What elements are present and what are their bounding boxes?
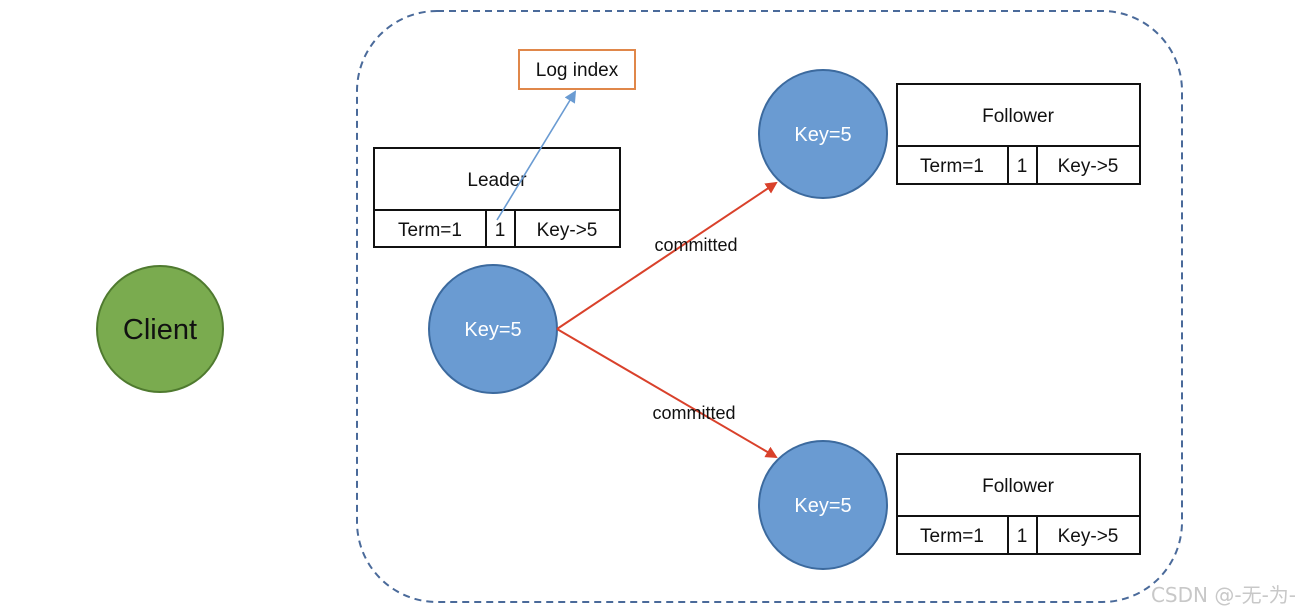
- csdn-watermark: CSDN @-无-为-: [1151, 583, 1296, 607]
- follower-bottom-node-label: Key=5: [794, 495, 851, 517]
- follower-bottom-table-frame: [896, 453, 1141, 555]
- follower-top-table-title: Follower: [982, 106, 1054, 127]
- cluster-boundary: [356, 10, 1183, 603]
- log-index-arrow: [496, 90, 577, 221]
- log-index-callout: Log index: [518, 49, 636, 90]
- follower-bottom-log-table: Follower Term=1 1 Key->5: [896, 453, 1141, 555]
- follower-bottom-node: Key=5: [758, 440, 888, 570]
- follower-bottom-index-cell: 1: [1017, 526, 1028, 547]
- follower-top-node: Key=5: [758, 69, 888, 199]
- leader-log-table: Leader Term=1 1 Key->5: [373, 147, 621, 248]
- follower-top-table-frame: [896, 83, 1141, 185]
- leader-node: Key=5: [428, 264, 558, 394]
- follower-top-node-label: Key=5: [794, 124, 851, 146]
- follower-top-entry-cell: Key->5: [1058, 156, 1119, 177]
- commit-arrow-top: [556, 181, 778, 330]
- leader-entry-cell: Key->5: [537, 220, 598, 241]
- follower-top-term-cell: Term=1: [920, 156, 984, 177]
- follower-top-log-table: Follower Term=1 1 Key->5: [896, 83, 1141, 185]
- follower-top-circle: [758, 69, 888, 199]
- follower-bottom-circle: [758, 440, 888, 570]
- leader-table-frame: [373, 147, 621, 248]
- commit-label-bottom: committed: [652, 403, 735, 423]
- log-index-box: [518, 49, 636, 90]
- commit-label-top: committed: [654, 235, 737, 255]
- leader-term-cell: Term=1: [398, 220, 462, 241]
- follower-top-index-cell: 1: [1017, 156, 1028, 177]
- client-label: Client: [123, 314, 197, 346]
- leader-index-cell: 1: [495, 220, 506, 241]
- follower-bottom-table-title: Follower: [982, 476, 1054, 497]
- client-circle: [96, 265, 224, 393]
- leader-table-title: Leader: [467, 170, 527, 191]
- leader-node-label: Key=5: [464, 319, 521, 341]
- client-node: Client: [96, 265, 224, 393]
- follower-bottom-entry-cell: Key->5: [1058, 526, 1119, 547]
- log-index-label: Log index: [536, 60, 619, 81]
- follower-bottom-term-cell: Term=1: [920, 526, 984, 547]
- commit-arrow-bottom: [556, 328, 778, 459]
